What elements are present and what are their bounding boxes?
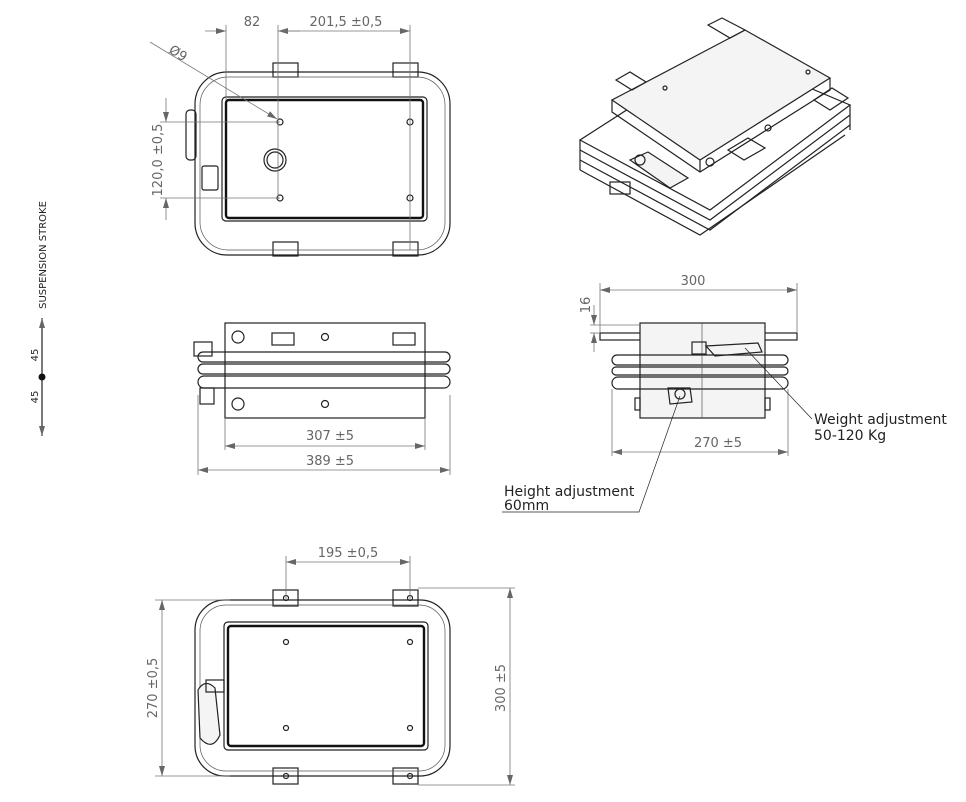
isometric-view <box>578 17 852 236</box>
dim-389: 389 ±5 <box>306 454 354 469</box>
suspension-stroke: SUSPENSION STROKE 45 45 <box>30 201 49 436</box>
weight-adjustment-label: Weight adjustment <box>814 412 947 428</box>
height-range-label: 60mm <box>504 498 549 514</box>
top-view: 82 201,5 ±0,5 Ø9 120,0 ±0,5 <box>149 15 451 257</box>
dim-270: 270 ±5 <box>694 436 742 451</box>
dim-16: 16 <box>579 297 594 314</box>
suspension-stroke-label: SUSPENSION STROKE <box>38 201 49 309</box>
dim-300-bottom: 300 ±5 <box>494 664 509 712</box>
dim-120: 120,0 ±0,5 <box>151 124 166 197</box>
height-adjustment-label: Height adjustment <box>504 484 635 500</box>
dim-diameter-9: Ø9 <box>166 43 190 66</box>
dim-201-5: 201,5 ±0,5 <box>310 15 383 30</box>
side-view: 300 16 270 ±5 Weight adjustment 50-120 K… <box>502 274 947 514</box>
dim-195: 195 ±0,5 <box>318 546 379 561</box>
dim-307: 307 ±5 <box>306 429 354 444</box>
weight-range-label: 50-120 Kg <box>814 428 886 444</box>
stroke-up-value: 45 <box>30 349 41 362</box>
dim-270-bottom: 270 ±0,5 <box>146 658 161 719</box>
bottom-view: 195 ±0,5 270 ±0,5 300 ±5 <box>146 546 515 786</box>
dim-82: 82 <box>244 15 261 30</box>
front-view: 307 ±5 389 ±5 <box>193 322 451 475</box>
dim-300: 300 <box>681 274 706 289</box>
stroke-down-value: 45 <box>30 391 41 404</box>
